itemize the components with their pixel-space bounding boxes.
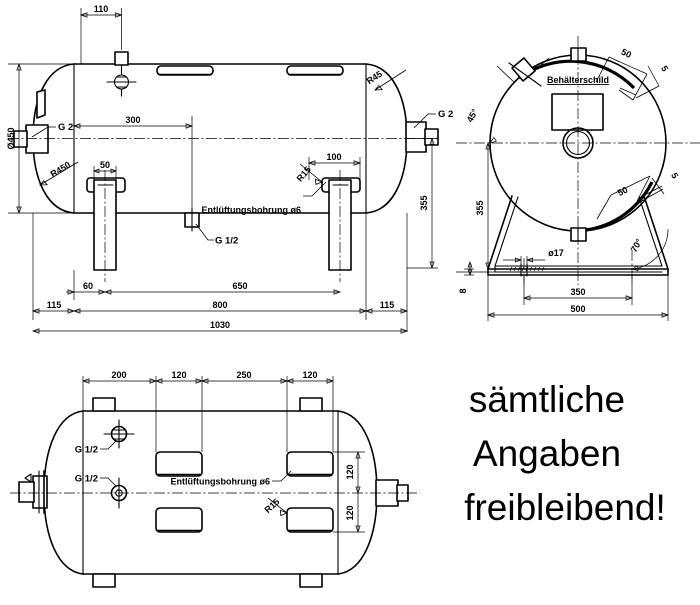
dim-label-120-upper: 120 [345,464,355,479]
dim-label-d17: ø17 [548,248,564,258]
dim-label-120a: 120 [171,370,186,380]
feet-plan [155,451,334,533]
dim-d17: ø17 [503,248,564,268]
dim-800: 800 [72,213,368,320]
dim-label-120-lower: 120 [345,505,355,520]
dim-70deg: 70° [629,228,669,271]
dim-label-355-front: 355 [475,200,485,215]
dim-label-115-left: 115 [47,300,62,310]
plan-view: G 1/2 G 1/2 [10,370,420,588]
dim-500: 500 [486,275,670,321]
note-text-g-half-side: G 1/2 [215,236,238,247]
label-text-g2-left: G 2 [58,122,73,133]
note-line-2: Angaben [473,433,621,474]
nozzle-left-g2 [13,124,49,154]
note-line-3: freibleibend! [464,487,666,528]
dim-8-thickness: 8 [458,261,474,294]
dim-label-weld5-top: 5 [659,64,670,73]
note-g-half-side: G 1/2 [195,223,238,247]
dim-label-1030: 1030 [210,320,230,330]
dim-label-weld5-bottom: 5 [669,171,680,180]
disclaimer-note: sämtliche Angaben freibleibend! [464,379,666,528]
dim-label-45deg: 45° [465,107,480,124]
label-port-lower-plan: G 1/2 [75,474,98,485]
dim-label-115-right: 115 [380,300,395,310]
saddle-tabs-plan [92,397,323,588]
note-text-vent-side: Entlüftungsbohrung ø6 [202,205,301,215]
front-elevation-view: Behälterschild [456,36,700,321]
note-line-1: sämtliche [469,379,625,420]
dim-300: 300 [72,115,194,213]
dim-1030: 1030 [31,320,409,334]
side-elevation-view: 110 Ø450 R450 R45 G 2 [6,4,453,334]
tank-body-plan [43,410,378,575]
dim-label-300: 300 [125,115,140,125]
dim-label-800: 800 [212,300,227,310]
dim-label-8: 8 [458,288,468,293]
dim-chain-plan-right: 120 120 [333,450,365,534]
foot-left-side [86,170,126,282]
dim-355-side: 355 [407,137,438,270]
dim-r15-side: R15 [295,163,324,185]
dim-45deg: 45° [465,57,550,144]
dim-50-foot: 50 [93,160,117,181]
dim-label-500: 500 [570,304,585,314]
label-g2-right: G 2 [413,109,453,129]
dim-label-355-side: 355 [419,195,429,210]
bracket-left-cap [36,89,46,119]
nozzle-bottom-front [570,227,587,242]
port-upper-plan: G 1/2 [75,419,135,456]
dim-label-weld50-top: 50 [620,47,633,60]
dim-chain-plan-top: 200 120 250 120 [81,370,335,452]
dim-350: 350 [522,275,634,305]
foot-right-side [321,170,361,282]
dim-r450: R450 [39,160,79,186]
dim-110: 110 [79,4,123,64]
label-text-g2-right: G 2 [438,109,453,120]
nozzle-right-g2 [405,121,439,153]
dim-label-r45: R45 [365,69,384,86]
top-lugs [156,65,344,76]
dim-weld-bottom: 50 5 [596,171,680,220]
dim-label-200: 200 [111,370,126,380]
dim-label-r15-plan: R15 [263,497,282,515]
dim-label-50-foot: 50 [100,160,110,170]
nozzle-45deg-front [508,57,542,87]
dim-label-650: 650 [232,281,247,291]
dim-650: 650 [103,281,342,295]
dim-115-right: 115 [364,213,409,332]
dim-label-d450: Ø450 [6,127,16,149]
note-vent-hole-side: Entlüftungsbohrung ø6 [202,181,327,215]
dim-label-70deg: 70° [629,237,645,254]
dim-label-r15-side: R15 [295,165,313,184]
weld-arc-bottom-right [585,181,654,232]
nozzle-top-front [570,47,587,62]
dim-60: 60 [66,270,107,300]
dim-100-foot: 100 [307,152,362,180]
dim-115-left: 115 [31,213,76,320]
dim-label-100-foot: 100 [326,152,341,162]
dim-label-r450: R450 [49,160,73,180]
dim-label-120b: 120 [302,370,317,380]
dim-r15-plan: R15 [263,497,289,517]
dim-label-60: 60 [83,281,93,291]
label-port-upper-plan: G 1/2 [75,445,98,456]
dim-diameter-450: Ø450 [6,62,74,215]
label-g2-left: G 2 [31,122,73,138]
dim-label-110: 110 [94,4,109,14]
nozzle-top-valve [106,51,137,97]
dim-355-front: 355 [475,141,491,271]
dim-label-350: 350 [570,287,585,297]
note-text-vent-plan: Entlüftungsbohrung ø6 [171,477,270,487]
dim-weld-top: 50 5 [595,47,670,101]
dim-label-250: 250 [236,370,251,380]
dim-label-weld50-bottom: 50 [616,185,629,198]
nozzle-left-plan [18,470,48,514]
note-vent-hole-plan: Entlüftungsbohrung ø6 [171,470,292,487]
